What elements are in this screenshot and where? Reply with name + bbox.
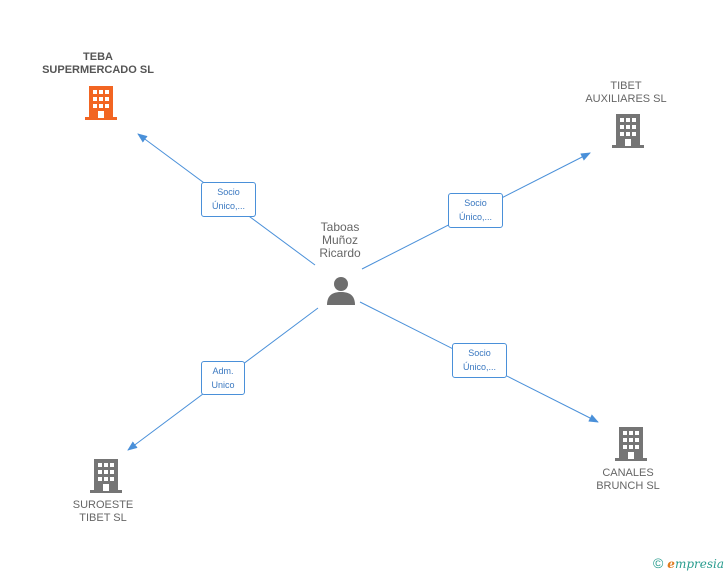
brand-e: e xyxy=(667,557,675,571)
center-line3: Ricardo xyxy=(319,246,361,260)
role-teba-line1: Socio xyxy=(217,187,240,197)
brand-rest: mpresia xyxy=(674,557,724,571)
role-suroeste-line2: Unico xyxy=(211,380,235,390)
role-teba-line2: Único,... xyxy=(211,201,245,211)
role-box-canales-brunch[interactable]: Socio Único,... xyxy=(452,343,507,378)
node-suroeste-line2: TIBET SL xyxy=(79,512,127,524)
node-tibet-aux-line2: AUXILIARES SL xyxy=(585,93,667,105)
node-tibet-aux-line1: TIBET xyxy=(610,80,642,92)
node-canales-line1: CANALES xyxy=(602,467,654,479)
role-box-suroeste-tibet[interactable]: Adm. Unico xyxy=(201,361,245,395)
building-icon[interactable] xyxy=(615,427,647,461)
role-canales-line2: Único,... xyxy=(462,362,496,372)
building-icon[interactable] xyxy=(90,459,122,493)
node-label-tibet-auxiliares[interactable]: TIBET AUXILIARES SL xyxy=(566,80,686,106)
node-teba-line1: TEBA xyxy=(83,51,113,63)
role-suroeste-line1: Adm. xyxy=(212,366,234,376)
role-box-teba[interactable]: Socio Único,... xyxy=(201,182,256,217)
role-canales-line1: Socio xyxy=(468,348,491,358)
node-teba-line2: SUPERMERCADO SL xyxy=(42,64,154,76)
role-tibet-aux-line2: Único,... xyxy=(458,212,492,222)
node-suroeste-line1: SUROESTE xyxy=(72,499,134,511)
node-label-suroeste-tibet[interactable]: SUROESTE TIBET SL xyxy=(43,499,163,525)
empresia-logo: ©empresia xyxy=(653,555,724,571)
node-label-canales-brunch[interactable]: CANALES BRUNCH SL xyxy=(568,467,688,493)
role-tibet-aux-line1: Socio xyxy=(464,198,487,208)
role-box-tibet-auxiliares[interactable]: Socio Único,... xyxy=(448,193,503,228)
copyright-icon: © xyxy=(652,555,664,571)
person-icon[interactable] xyxy=(326,275,356,305)
building-icon[interactable] xyxy=(85,86,117,120)
center-person-label[interactable]: Taboas Muñoz Ricardo xyxy=(290,221,390,260)
center-line2: Muñoz xyxy=(321,233,359,247)
node-canales-line2: BRUNCH SL xyxy=(596,480,660,492)
building-icon[interactable] xyxy=(612,114,644,148)
center-line1: Taboas xyxy=(320,220,360,234)
node-label-teba[interactable]: TEBA SUPERMERCADO SL xyxy=(28,51,168,77)
